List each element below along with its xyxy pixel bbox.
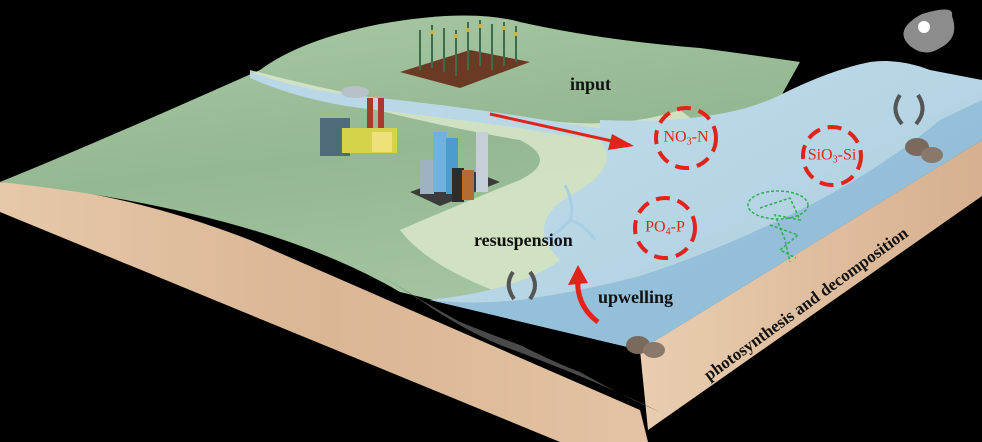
- input-arrowhead-icon: [608, 134, 634, 150]
- city-buildings-icon: [410, 132, 500, 206]
- upwelling-label: upwelling: [598, 287, 674, 307]
- rocks-icon-right: [905, 138, 943, 163]
- tidal-creek: [544, 184, 597, 242]
- input-arrow-icon: [489, 112, 631, 147]
- cycle-arrows-icon: [506, 270, 537, 301]
- silicate-circle: [801, 125, 863, 187]
- nitrate-circle: [654, 106, 718, 170]
- nitrate-label: NO3-N: [663, 128, 709, 148]
- phosphate-circle: [633, 196, 697, 260]
- deep-water-band: [430, 100, 982, 350]
- sea-surface: [430, 61, 982, 350]
- input-label: input: [570, 74, 612, 94]
- soil-front-right: [640, 140, 982, 430]
- phosphate-label: PO4-P: [645, 218, 685, 238]
- river: [250, 72, 610, 140]
- typhoon-icon: [903, 9, 955, 53]
- cornfield-icon: [400, 20, 530, 88]
- soil-front-left: [0, 182, 648, 442]
- sediment-layer: [380, 275, 660, 412]
- upwelling-arrowhead-icon: [568, 265, 588, 285]
- phytoplankton-icon: [747, 190, 809, 263]
- resuspension-label: resuspension: [474, 230, 573, 250]
- factory-icon: [320, 86, 397, 156]
- silicate-label: SiO3-Si: [807, 146, 857, 166]
- cycle-arrows-icon-right: [893, 93, 925, 126]
- rocks-icon: [626, 336, 665, 358]
